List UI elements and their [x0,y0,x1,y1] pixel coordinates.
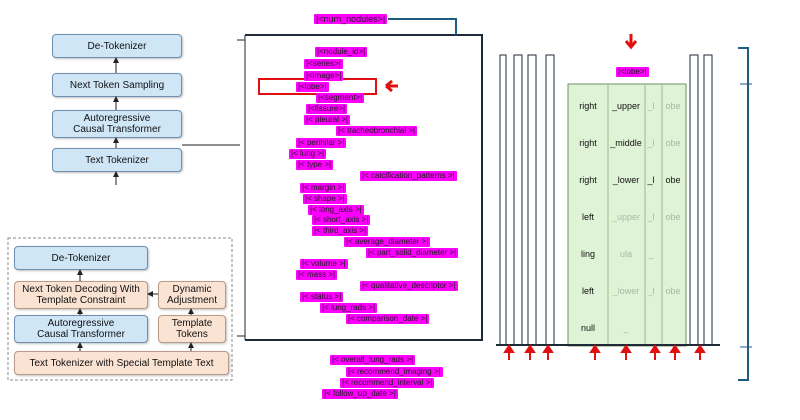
table-cell: _upper [611,101,641,111]
tag-average-diameter: |< average_diameter >| [344,237,431,247]
tag-third-axis: |< third_axis >| [312,226,369,236]
template-tokens-box: Template Tokens [158,315,226,343]
template-decoding-label: Next Token Decoding With Template Constr… [22,284,140,306]
tag-image: |<image>| [304,71,344,81]
tag-lung: |< lung >| [289,149,327,159]
tag-segment: |<segment>| [316,93,365,103]
table-cell: obe [665,175,681,185]
tag-overall-lung-rads: |< overall_lung_rads >| [330,355,416,365]
template-tokens-label: Template Tokens [171,318,213,340]
bottom-detokenizer-label: De-Tokenizer [51,252,111,264]
dynamic-adjustment-box: Dynamic Adjustment [158,281,226,309]
tag-calcification: |< calcification_patterns >| [360,171,457,181]
table-cell: obe [665,286,681,296]
tag-follow-up-date: |< follow_up_date >| [322,389,398,399]
tag-qualitative: |< qualitative_descriptor >| [360,281,458,291]
template-decoding-box: Next Token Decoding With Template Constr… [14,281,148,309]
tag-short-axis: |< short_axis >| [312,215,371,225]
template-frame [245,34,483,341]
table-cell: _ [648,249,654,259]
tag-long-axis: |< long_axis >| [308,205,364,215]
tag-recommend-imaging: |< recommend_imaging >| [346,367,443,377]
num-nodules-connector [388,18,457,35]
table-cell: _lower [612,286,640,296]
tag-status: |< status >| [300,292,344,302]
table-cell: right [579,138,597,148]
tag-shape: |< shape >| [303,194,347,204]
table-cell: null [580,323,595,333]
table-cell: obe [665,212,681,222]
red-up-arrows [503,344,706,360]
tag-lobe: |<lobe>| [296,82,329,92]
next-token-sampling-label: Next Token Sampling [69,79,165,91]
special-tokenizer-box: Text Tokenizer with Special Template Tex… [14,351,229,375]
text-tokenizer-label: Text Tokenizer [85,154,149,166]
tag-series: |<series>| [304,59,343,69]
tag-mass: |< mass >| [296,270,338,280]
tag-tracheobronchial: |< tracheobronchial >| [336,126,418,136]
right-bracket [738,47,749,381]
tag-nodule-id: |<nodule_id>| [315,47,368,57]
table-cell: left [581,286,594,296]
table-cell: ula [619,249,632,259]
table-cell: right [579,101,597,111]
bottom-transformer-label: Autoregressive Causal Transformer [37,318,125,340]
table-cell: _upper [611,212,641,222]
tag-fissure: |<fissure>| [306,104,348,114]
transformer-box: Autoregressive Causal Transformer [52,110,182,138]
tag-comparison-date: |< comparison_date >| [346,314,430,324]
special-tokenizer-label: Text Tokenizer with Special Template Tex… [29,357,214,369]
table-cell: ling [580,249,595,259]
tag-perihilar: |< perihilar >| [296,138,347,148]
tag-type: |< type >| [296,160,334,170]
tag-pleural: |< pleural >| [304,115,350,125]
tag-lobe-header: |<lobe>| [616,67,649,77]
table-cell: obe [665,138,681,148]
table-cell: right [579,175,597,185]
table-cell: _middle [610,138,642,148]
tag-recommend-interval: |< recommend_interval >| [340,378,435,388]
red-left-arrow-icon [385,79,398,93]
tag-lung-rads: |< lung_rads >| [320,303,378,313]
tag-part-solid: |< part_solid_diameter >| [366,248,459,258]
detokenizer-box: De-Tokenizer [52,34,182,58]
table-cell: _ [623,323,629,333]
table-cell: _lower [612,175,640,185]
table-cell: left [581,212,594,222]
table-cell: _l [647,175,655,185]
candidate-table [567,83,687,347]
table-cell: _l [647,286,655,296]
tag-margin: |< margin >| [300,183,347,193]
tag-volume: |< volume >| [300,259,348,269]
transformer-label: Autoregressive Causal Transformer [73,113,161,135]
table-cell: _l [647,138,655,148]
table-cell: obe [665,101,681,111]
tag-num-nodules: |<num_nodules>| [314,14,388,24]
table-cell: _l [647,212,655,222]
dynamic-adjustment-label: Dynamic Adjustment [167,284,218,306]
red-down-arrow-icon [624,34,638,50]
table-cell: _l [647,101,655,111]
bottom-frame [7,237,233,381]
detokenizer-label: De-Tokenizer [87,40,147,52]
